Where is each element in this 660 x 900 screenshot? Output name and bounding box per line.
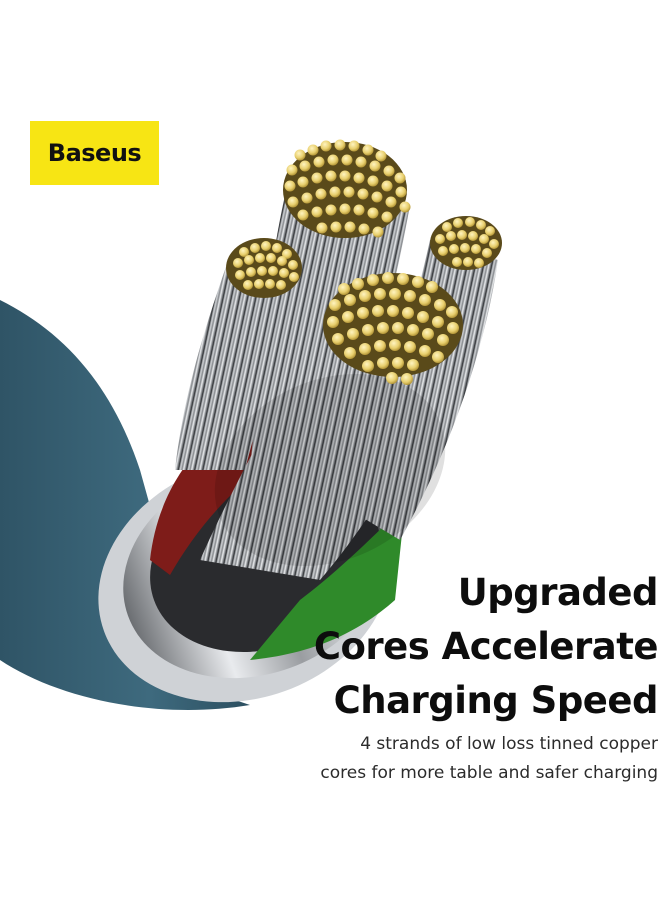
description-line-2: cores for more table and safer charging bbox=[320, 763, 658, 783]
headline-line-2: Cores Accelerate bbox=[313, 625, 659, 668]
headline-line-1: Upgraded bbox=[457, 571, 659, 614]
core-green bbox=[250, 505, 405, 660]
brand-logo-text: Baseus bbox=[47, 139, 142, 167]
copper-end-front bbox=[323, 272, 463, 385]
copper-end-right bbox=[430, 216, 502, 270]
headline-line-3: Charging Speed bbox=[333, 679, 659, 722]
description-line-1: 4 strands of low loss tinned copper bbox=[360, 734, 658, 754]
copper-end-top bbox=[283, 139, 411, 238]
headline: Upgraded Cores Accelerate Charging Speed bbox=[198, 566, 659, 728]
cable-jacket bbox=[0, 300, 250, 710]
copper-end-left bbox=[226, 238, 302, 298]
brand-logo: Baseus bbox=[30, 121, 159, 185]
description: 4 strands of low loss tinned copper core… bbox=[138, 730, 658, 788]
